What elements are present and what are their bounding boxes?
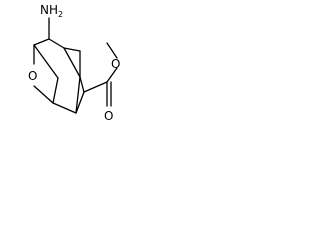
amine-label: NH2 bbox=[40, 3, 63, 19]
bond bbox=[52, 77, 59, 104]
bond bbox=[63, 47, 81, 78]
carbonyl-oxygen-label: O bbox=[104, 109, 113, 123]
bond bbox=[48, 38, 65, 49]
bond bbox=[106, 42, 118, 59]
bond-lines bbox=[33, 17, 118, 114]
bond bbox=[63, 47, 81, 52]
molecule-drawing: NH2 O O O bbox=[28, 3, 120, 123]
bond bbox=[79, 76, 85, 93]
bond bbox=[33, 38, 50, 46]
bond bbox=[106, 67, 118, 83]
bond bbox=[52, 102, 77, 114]
ring-oxygen-label: O bbox=[28, 69, 37, 83]
ester-oxygen-label: O bbox=[111, 57, 120, 71]
structure-diagram: NH2 O O O bbox=[0, 0, 138, 140]
bond bbox=[75, 76, 81, 114]
bond bbox=[33, 85, 54, 104]
bond bbox=[33, 44, 59, 79]
bond bbox=[75, 91, 85, 114]
bond bbox=[83, 81, 108, 93]
atom-labels: NH2 O O O bbox=[28, 3, 120, 123]
